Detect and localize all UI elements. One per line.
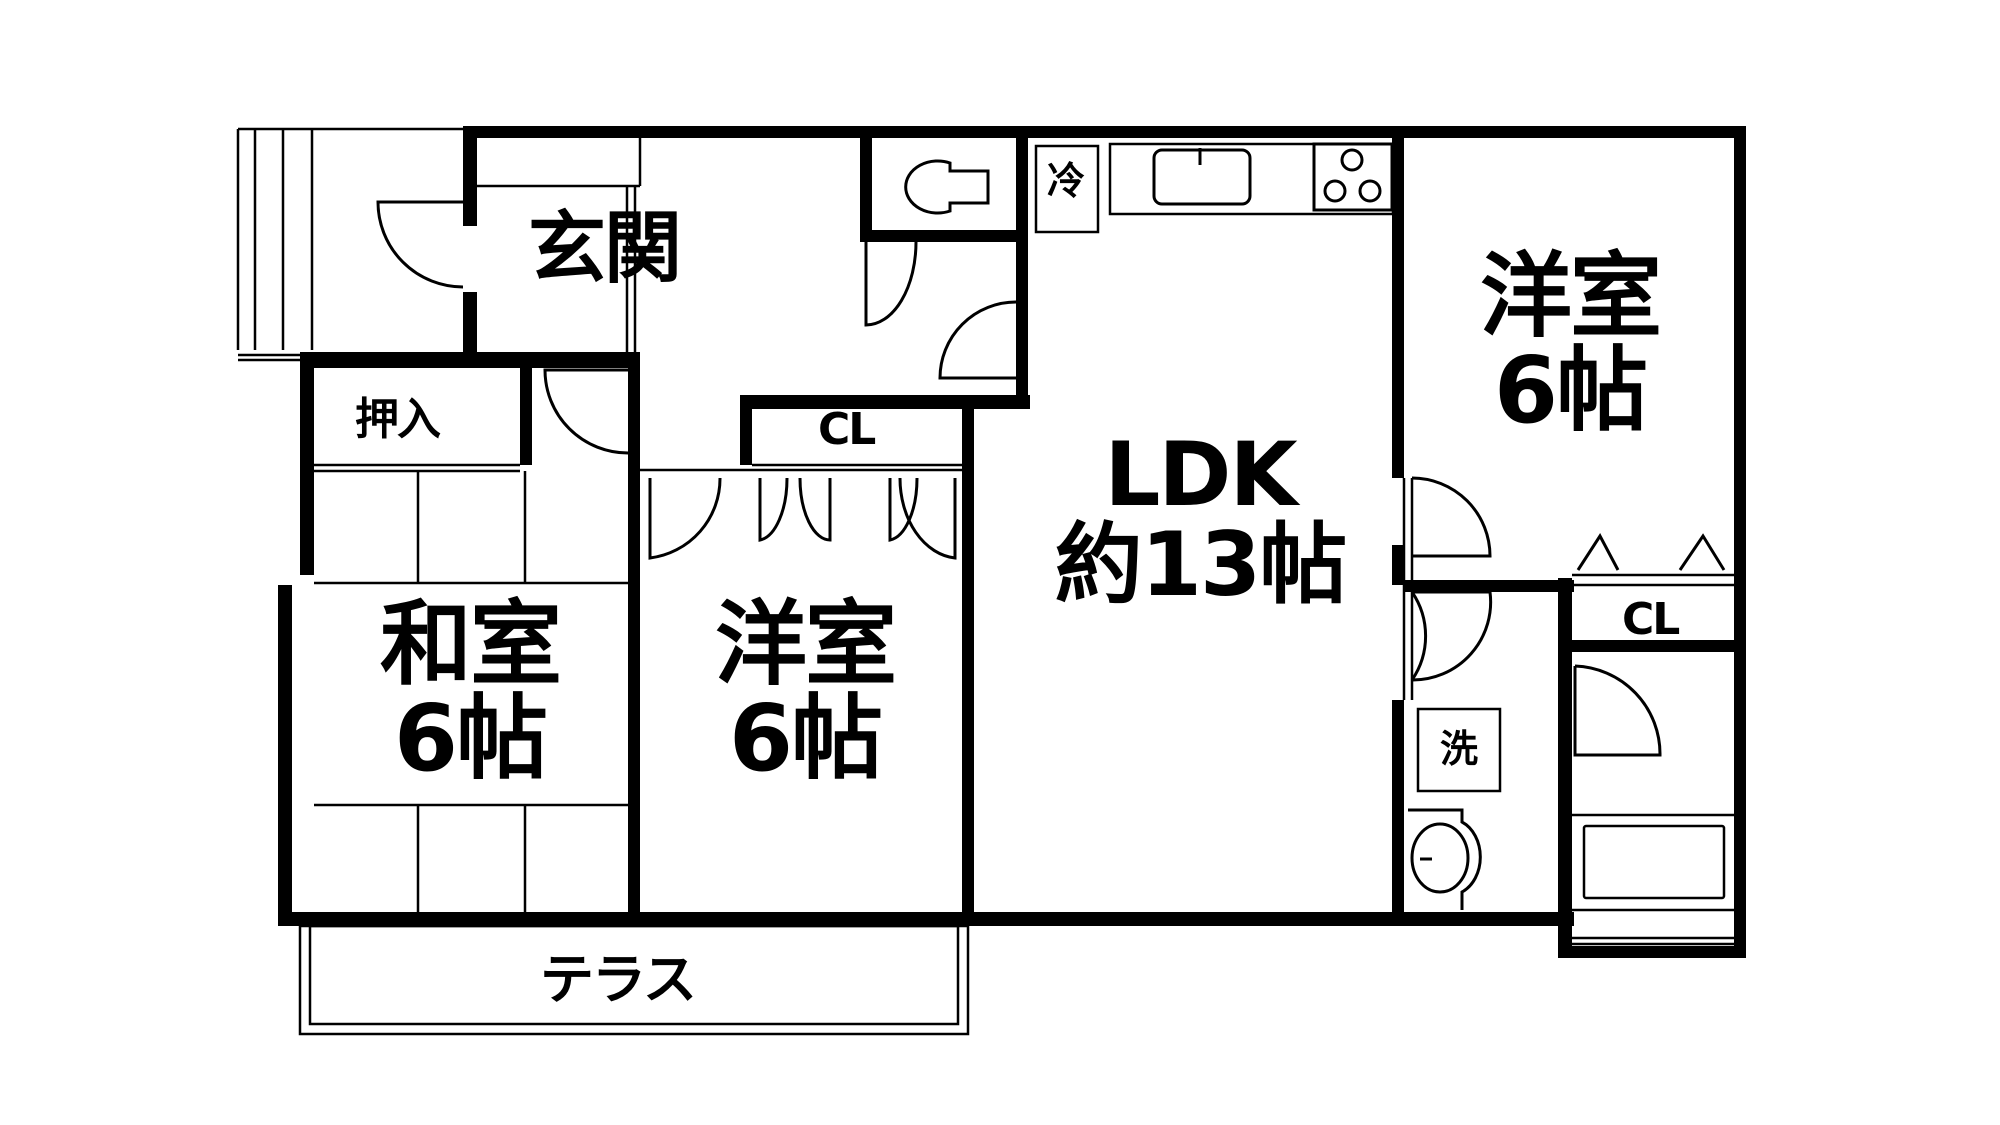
room-washitsu: 和室 6帖 bbox=[340, 598, 600, 786]
room-label-oshiire: 押入 bbox=[355, 394, 441, 445]
room-size-washitsu: 6帖 bbox=[393, 684, 548, 792]
washer-box bbox=[1416, 707, 1502, 793]
fridge-box bbox=[1034, 144, 1100, 234]
room-name-ldk: LDK bbox=[1104, 423, 1297, 526]
room-size-ldk: 約13帖 bbox=[1054, 512, 1347, 616]
washbasin-icon bbox=[1408, 808, 1482, 910]
room-label-entrance: 玄関 bbox=[528, 204, 682, 294]
room-name-yoshitsu-center: 洋室 bbox=[714, 591, 897, 698]
toilet-icon bbox=[904, 159, 990, 215]
room-size-yoshitsu-center: 6帖 bbox=[728, 684, 883, 792]
kitchen-sink-icon bbox=[1152, 148, 1252, 206]
room-label-closet-center: CL bbox=[818, 404, 876, 455]
room-yoshitsu-right: 洋室 6帖 bbox=[1440, 250, 1700, 438]
door-swings bbox=[376, 200, 1726, 757]
terrace-label: テラス bbox=[540, 948, 697, 1011]
room-name-washitsu: 和室 bbox=[379, 591, 562, 698]
fridge-label: 冷 bbox=[1047, 159, 1085, 203]
room-size-yoshitsu-right: 6帖 bbox=[1493, 336, 1648, 444]
room-name-yoshitsu-right: 洋室 bbox=[1479, 243, 1662, 350]
thin-lines bbox=[236, 127, 1740, 1036]
gas-stove-icon bbox=[1312, 142, 1394, 212]
room-ldk: LDK 約13帖 bbox=[1010, 430, 1390, 610]
washer-label: 洗 bbox=[1440, 727, 1478, 771]
walls bbox=[278, 126, 1746, 958]
room-yoshitsu-center: 洋室 6帖 bbox=[670, 598, 940, 786]
room-label-closet-right: CL bbox=[1622, 594, 1680, 645]
